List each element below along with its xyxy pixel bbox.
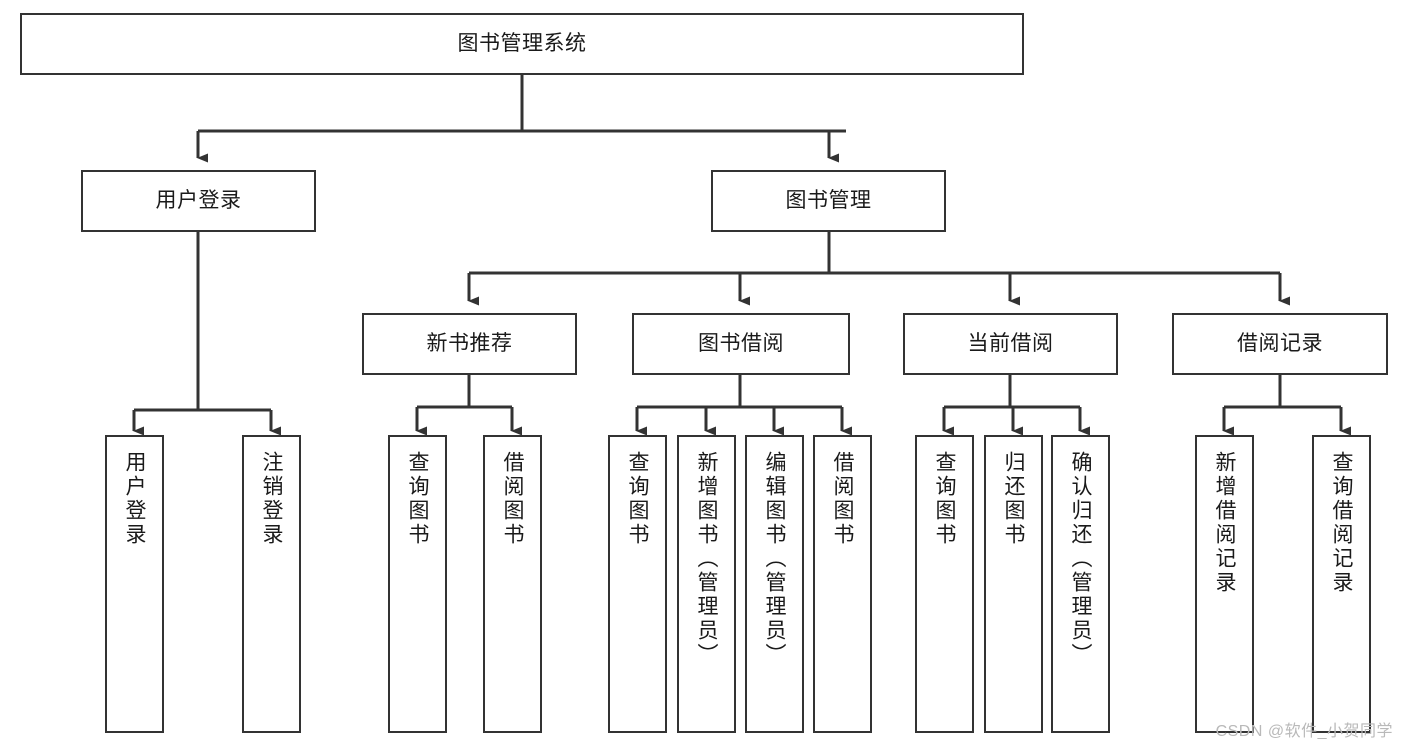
leaf-borrow-books-borrow[interactable]: 借阅图书 <box>813 435 872 733</box>
leaf-edit-book-admin[interactable]: 编辑图书（管理员） <box>745 435 804 733</box>
node-root[interactable]: 图书管理系统 <box>20 13 1024 75</box>
leaf-logout-label: 注销登录 <box>260 451 283 547</box>
leaf-add-book-admin-label: 新增图书（管理员） <box>695 451 718 667</box>
leaf-confirm-return-admin[interactable]: 确认归还（管理员） <box>1051 435 1110 733</box>
leaf-add-book-admin[interactable]: 新增图书（管理员） <box>677 435 736 733</box>
leaf-query-books-current[interactable]: 查询图书 <box>915 435 974 733</box>
leaf-query-books-borrow-label: 查询图书 <box>626 451 649 547</box>
leaf-add-borrow-record[interactable]: 新增借阅记录 <box>1195 435 1254 733</box>
node-root-label: 图书管理系统 <box>457 31 587 55</box>
leaf-borrow-books-new[interactable]: 借阅图书 <box>483 435 542 733</box>
leaf-borrow-books-borrow-label: 借阅图书 <box>831 451 854 547</box>
node-current-borrow-label: 当前借阅 <box>967 331 1054 355</box>
leaf-query-books-borrow[interactable]: 查询图书 <box>608 435 667 733</box>
leaf-query-books-new[interactable]: 查询图书 <box>388 435 447 733</box>
leaf-query-borrow-record[interactable]: 查询借阅记录 <box>1312 435 1371 733</box>
leaf-return-books-label: 归还图书 <box>1002 451 1025 547</box>
leaf-user-login-label: 用户登录 <box>123 451 146 547</box>
node-user-login-label: 用户登录 <box>155 188 242 212</box>
node-user-login[interactable]: 用户登录 <box>81 170 316 232</box>
leaf-add-borrow-record-label: 新增借阅记录 <box>1213 451 1236 595</box>
node-book-borrow[interactable]: 图书借阅 <box>632 313 850 375</box>
node-new-book-recommend-label: 新书推荐 <box>426 331 513 355</box>
watermark: CSDN @软件_小贺同学 <box>1215 723 1393 740</box>
leaf-borrow-books-new-label: 借阅图书 <box>501 451 524 547</box>
leaf-query-books-new-label: 查询图书 <box>406 451 429 547</box>
leaf-query-borrow-record-label: 查询借阅记录 <box>1330 451 1353 595</box>
leaf-edit-book-admin-label: 编辑图书（管理员） <box>763 451 786 667</box>
leaf-confirm-return-admin-label: 确认归还（管理员） <box>1069 451 1092 667</box>
leaf-user-login[interactable]: 用户登录 <box>105 435 164 733</box>
node-new-book-recommend[interactable]: 新书推荐 <box>362 313 577 375</box>
leaf-return-books[interactable]: 归还图书 <box>984 435 1043 733</box>
node-current-borrow[interactable]: 当前借阅 <box>903 313 1118 375</box>
leaf-logout[interactable]: 注销登录 <box>242 435 301 733</box>
node-borrow-records[interactable]: 借阅记录 <box>1172 313 1388 375</box>
node-borrow-records-label: 借阅记录 <box>1237 331 1323 355</box>
node-book-management[interactable]: 图书管理 <box>711 170 946 232</box>
leaf-query-books-current-label: 查询图书 <box>933 451 956 547</box>
node-book-borrow-label: 图书借阅 <box>698 331 784 355</box>
node-book-management-label: 图书管理 <box>785 188 872 212</box>
